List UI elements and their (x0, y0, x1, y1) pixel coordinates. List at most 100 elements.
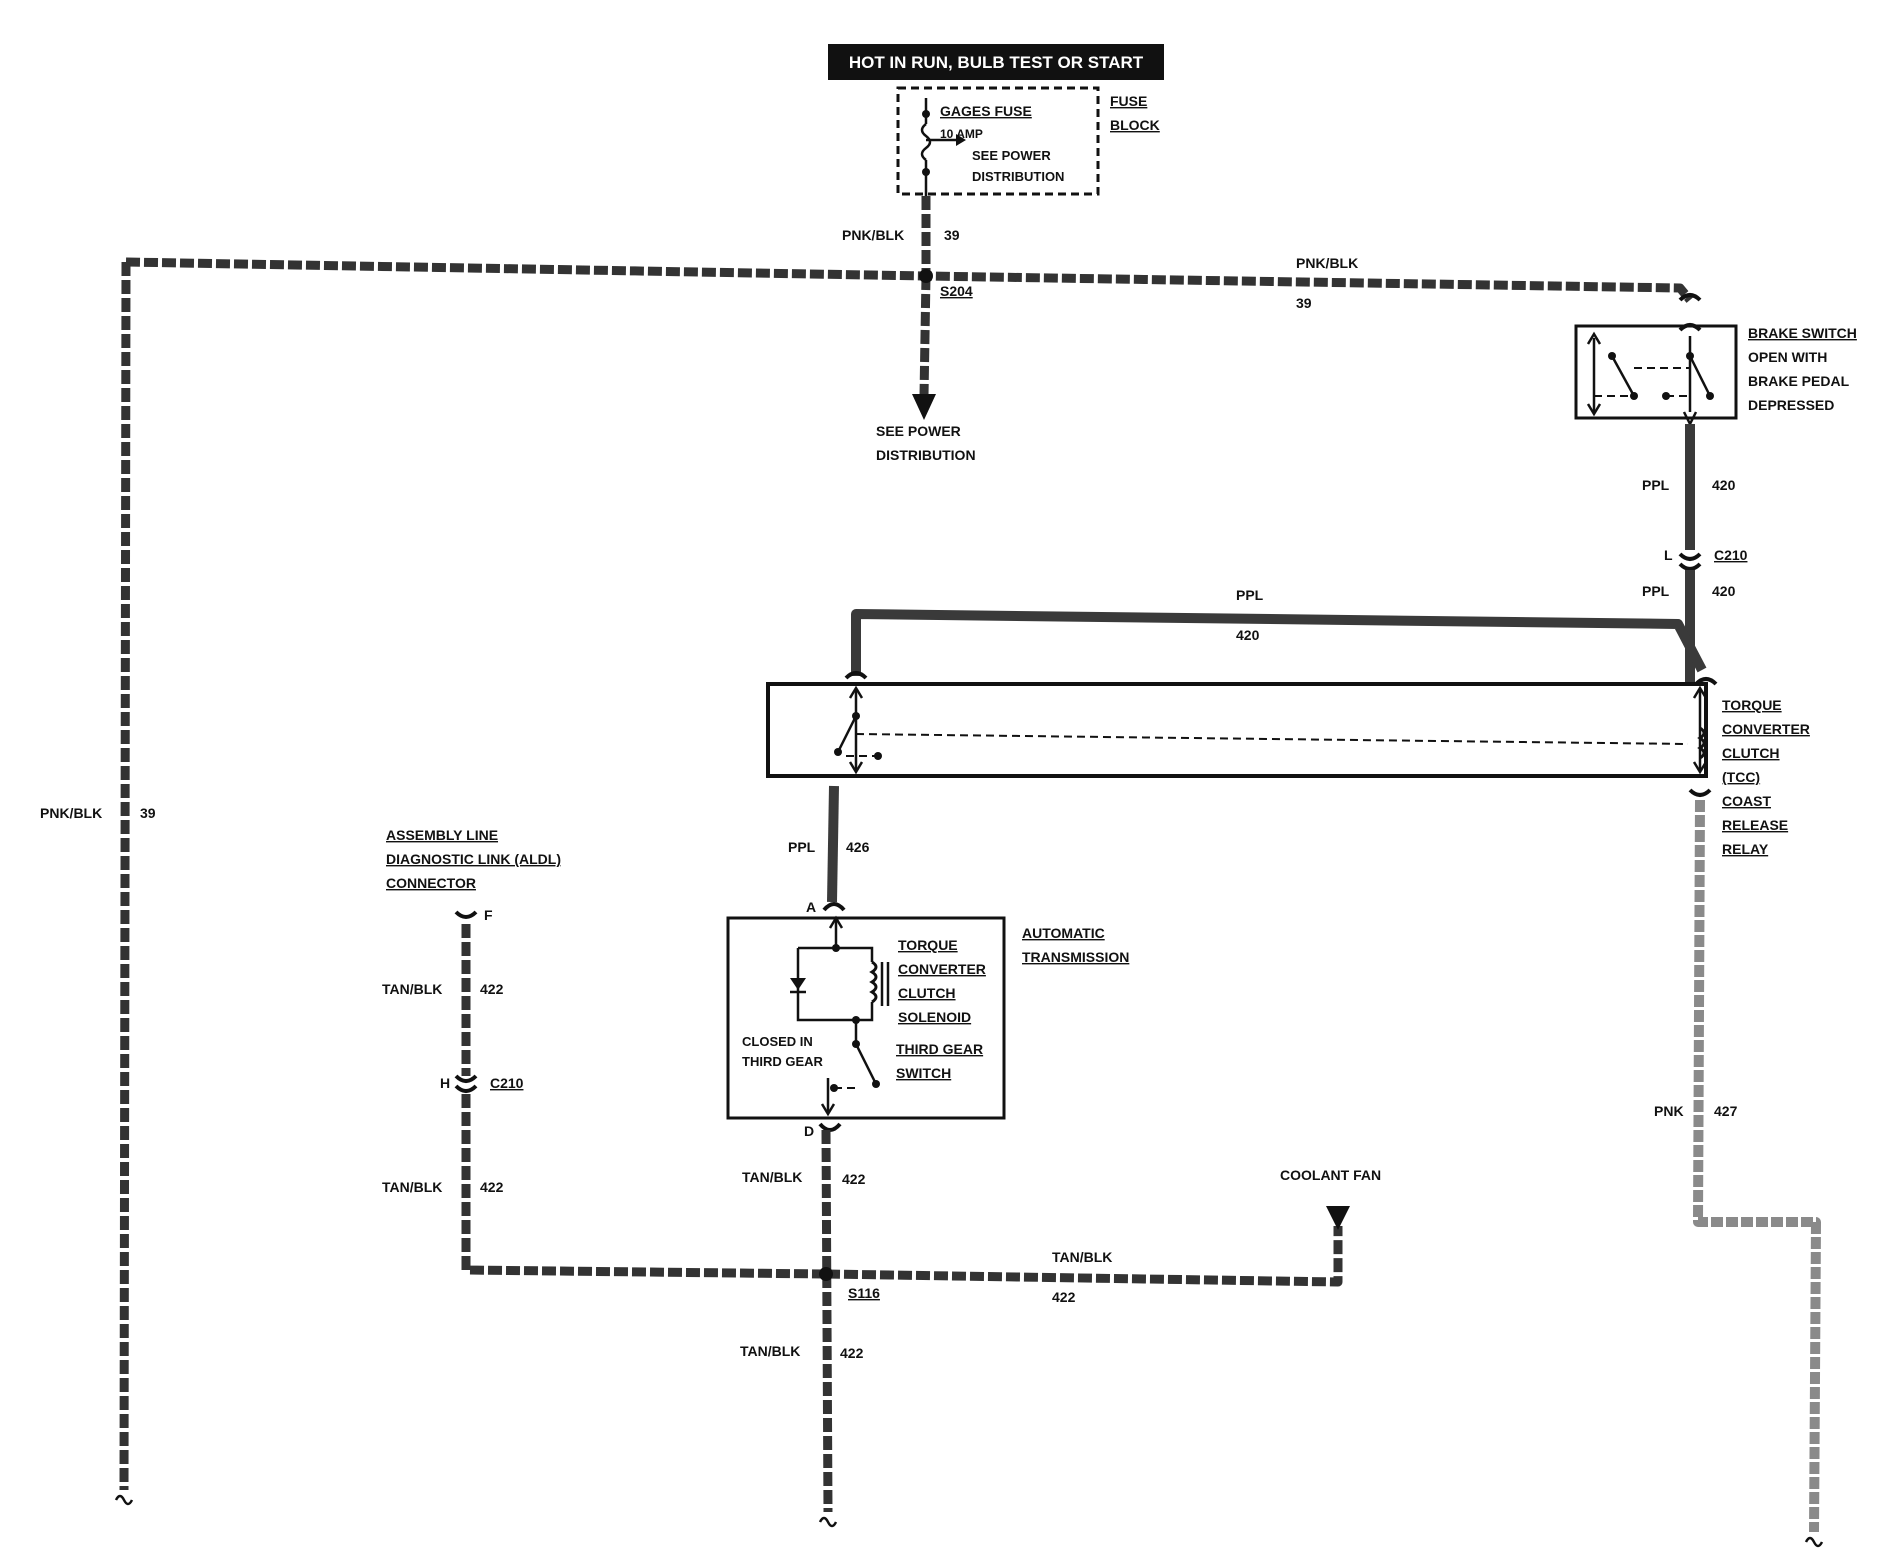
brake-switch-contacts-icon (1586, 331, 1714, 427)
relay-connector-right-top (1694, 677, 1718, 686)
wire-label-ppl-loop: PPL (1236, 587, 1264, 603)
closed-in-label-line2: THIRD GEAR (742, 1054, 824, 1069)
wire-number-426: 426 (846, 839, 870, 855)
wire-label-ppl-c210: PPL (1642, 583, 1670, 599)
relay-label-line3: CLUTCH (1722, 745, 1780, 761)
fuse-name: GAGES FUSE (940, 103, 1032, 119)
brake-connector-top-in (1678, 323, 1702, 332)
wire-number-422-aldl1: 422 (480, 981, 504, 997)
wire-label-ppl-426: PPL (788, 839, 816, 855)
wire-number-422-trans: 422 (842, 1171, 866, 1187)
transmission-box (726, 916, 1006, 1120)
solenoid-label-line3: CLUTCH (898, 985, 956, 1001)
power-dist-line1: SEE POWER (876, 423, 961, 439)
break-symbol-right-icon (1804, 1536, 1824, 1548)
fuse-see-line1: SEE POWER (972, 148, 1051, 163)
wire-label-pnk-blk-fuse: PNK/BLK (842, 227, 904, 243)
connector-h-label: H (440, 1075, 450, 1091)
wire-label-pnk-blk-left: PNK/BLK (40, 805, 102, 821)
break-symbol-icon (114, 1494, 134, 1506)
wire-422-aldl-to-s116 (461, 1094, 827, 1279)
closed-in-label-line1: CLOSED IN (742, 1034, 813, 1049)
fuse-terminal-bottom (922, 168, 930, 176)
wire-number-420-brake: 420 (1712, 477, 1736, 493)
fuse-terminal-top (922, 110, 930, 118)
power-dist-line2: DISTRIBUTION (876, 447, 976, 463)
wire-number-422-fan: 422 (1052, 1289, 1076, 1305)
wire-label-ppl-brake: PPL (1642, 477, 1670, 493)
connector-d-label: D (804, 1123, 814, 1139)
wire-number-422-bottom: 422 (840, 1345, 864, 1361)
connector-c210-label-lower: C210 (490, 1075, 524, 1091)
aldl-label-line3: CONNECTOR (386, 875, 476, 891)
connector-c210-upper (1678, 552, 1702, 571)
brake-switch-line3: BRAKE PEDAL (1748, 373, 1850, 389)
wire-label-tan-blk-aldl1: TAN/BLK (382, 981, 442, 997)
arrow-right-icon (956, 134, 966, 146)
solenoid-label-line2: CONVERTER (898, 961, 986, 977)
relay-switch-icon (834, 685, 882, 775)
relay-coil-icon (1692, 685, 1708, 775)
wire-number-39-left: 39 (140, 805, 156, 821)
coolant-fan-arrow-icon (1326, 1206, 1350, 1230)
wire-number-39-fuse: 39 (944, 227, 960, 243)
arrow-down-icon (912, 394, 936, 420)
relay-label-line5: COAST (1722, 793, 1771, 809)
relay-label-line4: (TCC) (1722, 769, 1760, 785)
fuse-block-outline (896, 86, 1100, 196)
connector-a-icon (822, 902, 846, 912)
brake-switch-line2: OPEN WITH (1748, 349, 1827, 365)
wire-number-422-aldl2: 422 (480, 1179, 504, 1195)
wire-420-top-loop (851, 609, 1707, 676)
connector-l-label: L (1664, 547, 1673, 563)
wire-number-420-loop: 420 (1236, 627, 1260, 643)
splice-s116-label: S116 (848, 1285, 880, 1301)
tcc-relay-box (766, 682, 1708, 778)
relay-label-line6: RELEASE (1722, 817, 1788, 833)
relay-connector-left-top (844, 671, 868, 680)
brake-switch-line4: DEPRESSED (1748, 397, 1834, 413)
connector-c210-label-upper: C210 (1714, 547, 1748, 563)
wire-label-tan-blk-aldl2: TAN/BLK (382, 1179, 442, 1195)
wire-label-pnk-427: PNK (1654, 1103, 1684, 1119)
aldl-label-line1: ASSEMBLY LINE (386, 827, 498, 843)
wire-422-trans-down (821, 1129, 833, 1513)
wire-label-tan-blk-fan: TAN/BLK (1052, 1249, 1112, 1265)
transmission-label-line2: TRANSMISSION (1022, 949, 1129, 965)
relay-label-line2: CONVERTER (1722, 721, 1810, 737)
brake-switch-line1: BRAKE SWITCH (1748, 325, 1857, 341)
splice-s204-dot (919, 269, 933, 283)
wire-label-pnk-blk-top: PNK/BLK (1296, 255, 1358, 271)
solenoid-circuit-icon (790, 915, 890, 1117)
splice-s204-label: S204 (940, 283, 973, 299)
aldl-label-line2: DIAGNOSTIC LINK (ALDL) (386, 851, 561, 867)
fuse-rating: 10 AMP (940, 127, 983, 141)
header-banner (828, 44, 1164, 80)
fuse-block-line2: BLOCK (1110, 117, 1160, 133)
relay-armature-link (855, 733, 1689, 745)
header-banner-text: HOT IN RUN, BULB TEST OR START (849, 53, 1144, 72)
wire-number-427: 427 (1714, 1103, 1738, 1119)
connector-f-icon (454, 910, 478, 919)
splice-s116-dot (819, 1267, 833, 1281)
wire-label-tan-blk-bottom: TAN/BLK (740, 1343, 800, 1359)
connector-f-label: F (484, 907, 493, 923)
wire-39-left-down (119, 261, 131, 1491)
wire-label-tan-blk-trans: TAN/BLK (742, 1169, 802, 1185)
solenoid-label-line1: TORQUE (898, 937, 958, 953)
connector-c210-lower (454, 1074, 478, 1093)
wire-422-s116-to-fan (825, 1226, 1343, 1287)
fuse-block-line1: FUSE (1110, 93, 1147, 109)
relay-connector-right-bottom (1688, 788, 1712, 797)
coolant-fan-label: COOLANT FAN (1280, 1167, 1381, 1183)
wire-number-420-c210: 420 (1712, 583, 1736, 599)
solenoid-label-line4: SOLENOID (898, 1009, 971, 1025)
relay-label-line7: RELAY (1722, 841, 1769, 857)
third-gear-label-line2: SWITCH (896, 1065, 951, 1081)
fuse-see-line2: DISTRIBUTION (972, 169, 1064, 184)
wire-39-top-bus (125, 257, 1694, 303)
wire-number-39-top: 39 (1296, 295, 1312, 311)
wire-39-s204-to-power (919, 275, 931, 397)
relay-label-line1: TORQUE (1722, 697, 1782, 713)
